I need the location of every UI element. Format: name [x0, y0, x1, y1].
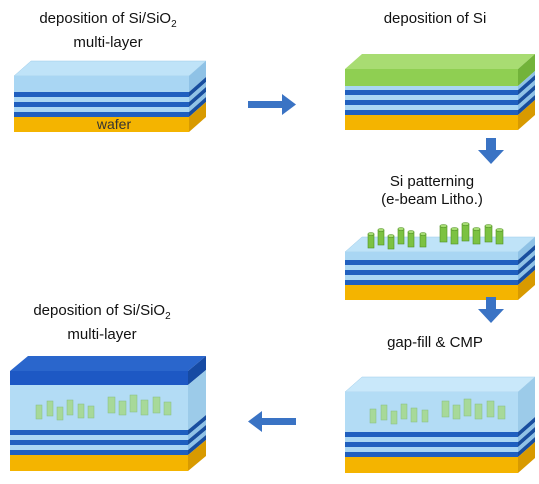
step2-title-line1: deposition of Si: [383, 10, 487, 27]
step1-title: deposition of Si/SiO2 multi-layer: [18, 10, 198, 52]
step5-title: deposition of Si/SiO2 multi-layer: [12, 302, 192, 344]
arrow-down-icon: [478, 297, 504, 323]
step4-title-line1: gap-fill & CMP: [387, 334, 483, 351]
step2-title: deposition of Si: [360, 10, 510, 28]
embedded-pillars-step5: [35, 394, 172, 421]
step5-title-line2: multi-layer: [67, 326, 137, 343]
step5-title-prefix: deposition of Si/SiO: [33, 302, 166, 319]
step4-title: gap-fill & CMP: [360, 334, 510, 352]
step4-stack: [344, 376, 536, 473]
step3-stack: [344, 222, 536, 300]
step1-title-line2: multi-layer: [73, 34, 143, 51]
embedded-pillars-step4: [369, 398, 506, 425]
step5-title-sub: 2: [165, 311, 171, 322]
step3-title-line2: (e-beam Litho.): [381, 191, 483, 208]
arrow-down-icon: [478, 138, 504, 164]
arrow-right-icon: [248, 94, 296, 115]
step3-title-line1: Si patterning: [389, 173, 475, 190]
step5-stack: [10, 356, 206, 471]
step1-title-prefix: deposition of Si/SiO: [39, 10, 172, 27]
si-pillars: [367, 222, 504, 250]
step2-stack: [345, 54, 535, 130]
step1-stack: [13, 60, 207, 132]
step1-title-sub: 2: [171, 19, 177, 30]
step3-title: Si patterning (e-beam Litho.): [352, 173, 512, 209]
wafer-label: wafer: [96, 116, 132, 132]
arrow-left-icon: [248, 411, 296, 432]
